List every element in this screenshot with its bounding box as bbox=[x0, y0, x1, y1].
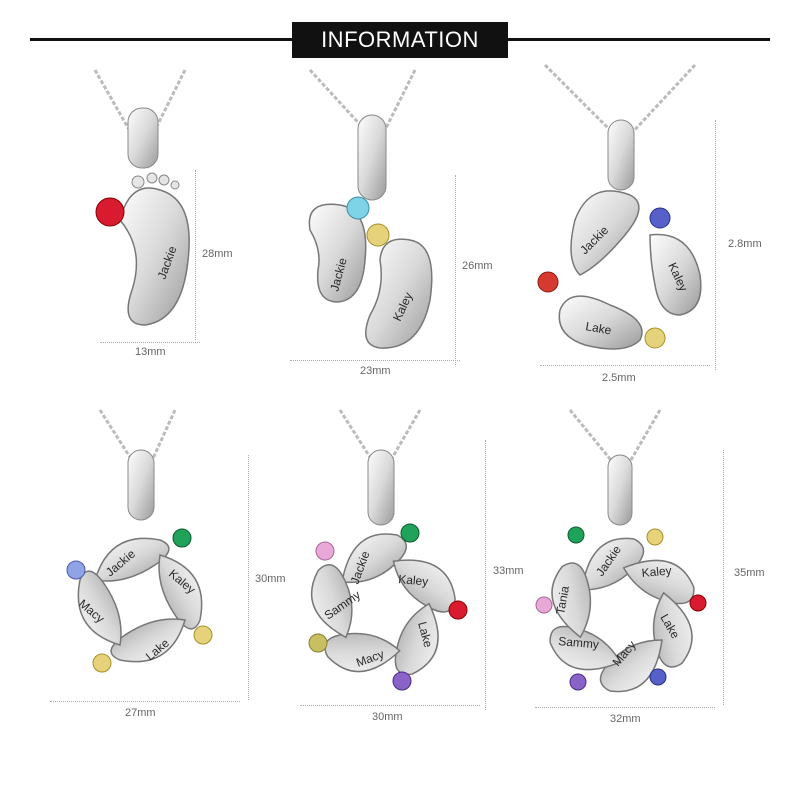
gemstone bbox=[193, 625, 213, 645]
necklace-image-3: Jackie Kaley Lake bbox=[537, 63, 702, 350]
gemstone bbox=[689, 594, 707, 612]
height-label: 26mm bbox=[462, 260, 493, 272]
product-cell-3: Jackie Kaley Lake 2.8mm 2.5mm bbox=[530, 60, 796, 420]
height-guide bbox=[723, 450, 724, 705]
gemstone bbox=[644, 327, 666, 349]
height-label: 28mm bbox=[202, 248, 233, 260]
engraving-name: Sammy bbox=[558, 634, 600, 651]
gemstone bbox=[95, 197, 125, 227]
necklace-image-5: Jackie Kaley Lake Macy Sammy bbox=[308, 409, 468, 691]
height-guide bbox=[455, 175, 456, 365]
width-guide bbox=[50, 701, 240, 702]
height-label: 2.8mm bbox=[728, 238, 762, 250]
product-cell-4: Jackie Kaley Lake Macy 30mm 27mm bbox=[10, 405, 286, 765]
gemstone bbox=[567, 526, 585, 544]
necklace-image-1: Jackie bbox=[93, 69, 190, 326]
gemstone bbox=[66, 560, 86, 580]
height-label: 33mm bbox=[493, 565, 524, 577]
height-guide bbox=[248, 455, 249, 700]
gemstone bbox=[535, 596, 553, 614]
height-label: 30mm bbox=[255, 573, 286, 585]
engraving-name: Lake bbox=[415, 620, 435, 649]
gemstone bbox=[172, 528, 192, 548]
header-rule-left bbox=[30, 38, 292, 41]
gemstone bbox=[400, 523, 420, 543]
gemstone bbox=[649, 668, 667, 686]
width-guide bbox=[300, 705, 480, 706]
gemstone bbox=[308, 633, 328, 653]
header-rule-right bbox=[508, 38, 770, 41]
gemstone bbox=[392, 671, 412, 691]
width-label: 23mm bbox=[360, 365, 391, 377]
width-guide bbox=[290, 360, 460, 361]
gemstone bbox=[649, 207, 671, 229]
gemstone bbox=[569, 673, 587, 691]
gemstone bbox=[92, 653, 112, 673]
width-guide bbox=[535, 707, 715, 708]
necklace-image-6: Jackie Kaley Lake Macy Sammy Tania bbox=[535, 409, 707, 693]
height-guide bbox=[485, 440, 486, 710]
necklace-image-4: Jackie Kaley Lake Macy bbox=[66, 409, 213, 673]
product-cell-5: Jackie Kaley Lake Macy Sammy 33mm 30mm bbox=[270, 405, 536, 765]
width-label: 30mm bbox=[372, 711, 403, 723]
height-guide bbox=[195, 170, 196, 340]
width-guide bbox=[100, 342, 200, 343]
engraving-name: Tania bbox=[553, 585, 572, 616]
product-cell-1: Jackie 28mm 13mm bbox=[10, 60, 276, 420]
gemstone bbox=[537, 271, 559, 293]
gemstone bbox=[315, 541, 335, 561]
gemstone bbox=[366, 223, 390, 247]
width-label: 32mm bbox=[610, 713, 641, 725]
gemstone bbox=[346, 196, 370, 220]
product-cell-2: Jackie Kaley 26mm 23mm bbox=[270, 60, 536, 420]
height-guide bbox=[715, 120, 716, 370]
width-label: 13mm bbox=[135, 346, 166, 358]
engraving-name: Lake bbox=[584, 319, 612, 337]
width-label: 27mm bbox=[125, 707, 156, 719]
width-label: 2.5mm bbox=[602, 372, 636, 384]
engraving-name: Kaley bbox=[398, 572, 429, 589]
page-title: INFORMATION bbox=[292, 22, 508, 58]
gemstone bbox=[448, 600, 468, 620]
width-guide bbox=[540, 365, 710, 366]
height-label: 35mm bbox=[734, 567, 765, 579]
engraving-name: Kaley bbox=[641, 563, 672, 580]
necklace-image-2: Jackie Kaley bbox=[308, 68, 433, 349]
gemstone bbox=[646, 528, 664, 546]
product-cell-6: Jackie Kaley Lake Macy Sammy Tania 35mm … bbox=[530, 405, 796, 765]
